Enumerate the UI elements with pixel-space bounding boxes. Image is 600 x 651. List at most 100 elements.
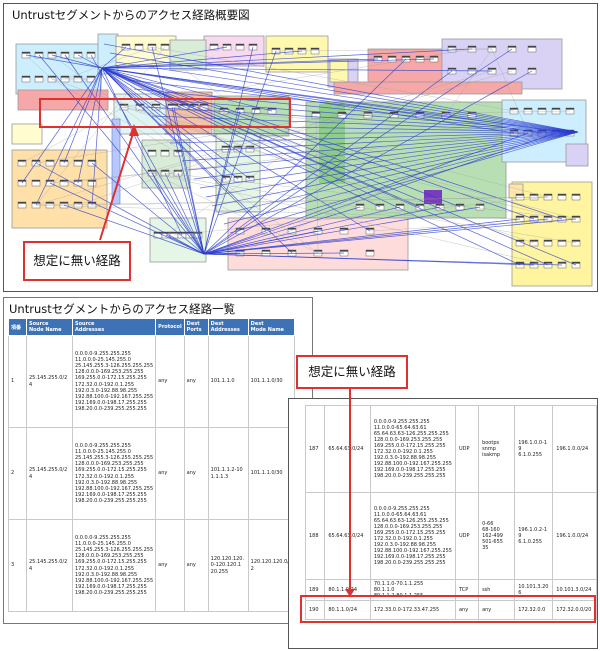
- column-header: Dest Ports: [183, 318, 209, 336]
- address-line: 25.145.255.3-126.255.255.255: [75, 363, 154, 370]
- address-line: 128.0.0.0-169.253.255.255: [75, 461, 144, 468]
- address-line: 169.255.0.0-172.15.255.255: [75, 467, 147, 474]
- table-cell: any: [478, 600, 516, 621]
- table-cell: 1: [8, 335, 27, 428]
- network-node-icon-bar: [194, 232, 202, 234]
- network-node-icon-bar: [234, 176, 242, 178]
- network-node-icon-bar: [510, 108, 518, 110]
- network-link: [25, 54, 53, 80]
- network-node-icon-bar: [262, 228, 270, 230]
- address-line: 70.1.1.0-70.1.1.255: [373, 581, 424, 587]
- network-node-icon-bar: [544, 194, 552, 196]
- network-node-icon-bar: [60, 180, 68, 182]
- address-line: 192.169.0.0-198.17.255.255: [373, 467, 446, 474]
- network-node-icon-bar: [288, 228, 296, 230]
- unexpected-route-callout: 想定に無い経路: [23, 241, 131, 281]
- table-cell: 65.64.63.0/24: [324, 405, 371, 493]
- network-node-icon-bar: [32, 160, 40, 162]
- network-node-icon-bar: [508, 68, 516, 70]
- network-node-icon-bar: [88, 180, 96, 182]
- callout-pointer-line: [99, 129, 135, 241]
- address-line: 192.169.0.0-198.17.255.255: [373, 554, 446, 561]
- network-zone: [333, 81, 523, 95]
- network-diagram-panel: Untrustセグメントからのアクセス経路概要図 想定に無い経路: [3, 3, 598, 292]
- table-cell: any: [155, 335, 185, 428]
- access-link: [197, 234, 205, 255]
- route-list-title: Untrustセグメントからのアクセス経路一覧: [9, 302, 236, 316]
- network-node-icon-bar: [356, 204, 364, 206]
- table-cell: 188: [304, 492, 326, 580]
- network-node-icon-bar: [60, 202, 68, 204]
- access-link: [35, 67, 103, 206]
- address-line: 11.0.0.0-25.145.255.0: [75, 357, 131, 364]
- address-line: 172.32.0.0-192.0.1.255: [75, 381, 135, 388]
- network-node-icon-bar: [122, 44, 130, 46]
- network-node-icon-bar: [18, 180, 26, 182]
- table-cell: 25.145.255.0/24: [26, 519, 73, 612]
- network-node-icon-bar: [476, 204, 484, 206]
- network-node-icon-bar: [200, 104, 208, 106]
- access-link: [187, 131, 579, 171]
- address-line: 192.0.3.0-192.88.98.255: [75, 479, 138, 486]
- network-node-icon-bar: [170, 232, 178, 234]
- network-link: [369, 218, 577, 232]
- table-cell: 172.32.0.0/20: [552, 600, 597, 621]
- table-cell: 25.145.255.0/24: [26, 335, 73, 428]
- address-line: 128.0.0.0-169.253.255.255: [75, 553, 144, 560]
- network-node-icon-bar: [220, 108, 228, 110]
- table-cell: 65.64.63.0/24: [324, 492, 371, 580]
- network-node-icon-bar: [252, 108, 260, 110]
- table-cell: any: [183, 427, 209, 520]
- network-link: [151, 172, 549, 266]
- network-node-icon-bar: [488, 68, 496, 70]
- network-node-icon-bar: [558, 194, 566, 196]
- address-line: 198.20.0.0-239.255.255.255: [75, 589, 147, 596]
- network-node-icon-bar: [456, 204, 464, 206]
- table-cell: 187: [304, 405, 326, 493]
- network-node-icon-bar: [442, 112, 450, 114]
- access-link: [49, 182, 205, 255]
- network-link: [35, 196, 549, 206]
- network-node-icon-bar: [552, 108, 560, 110]
- network-node-icon-bar: [544, 216, 552, 218]
- network-link: [341, 110, 571, 116]
- access-link: [151, 115, 579, 133]
- access-link: [63, 204, 205, 255]
- access-link: [193, 131, 579, 180]
- network-node-icon-bar: [448, 68, 456, 70]
- address-line: 192.88.100.0-192.167.255.255: [75, 577, 154, 584]
- network-node-icon-bar: [288, 250, 296, 252]
- access-link: [181, 131, 579, 162]
- address-line: 0.0.0.0-9.255.255.255: [75, 351, 131, 358]
- address-line: 11.0.0.0-65.64.63.61: [373, 424, 427, 431]
- address-line: 169.255.0.0-172.15.255.255: [75, 375, 147, 382]
- address-line: 169.255.0.0-172.15.255.255: [75, 559, 147, 566]
- address-line: 172.32.0.0-192.0.1.255: [373, 536, 433, 542]
- network-node-icon-bar: [416, 204, 424, 206]
- network-node-icon-bar: [161, 150, 169, 152]
- access-link: [127, 79, 579, 133]
- network-node-icon-bar: [416, 112, 424, 114]
- network-node-icon-bar: [61, 52, 69, 54]
- network-node-icon-bar: [312, 112, 320, 114]
- address-line: 25.145.255.3-126.255.255.255: [75, 547, 154, 554]
- network-node-icon-bar: [388, 56, 396, 58]
- network-node-icon-bar: [524, 108, 532, 110]
- address-line: 172.32.0.0-192.0.1.255: [373, 449, 433, 455]
- network-node-icon-bar: [168, 104, 176, 106]
- network-node-icon-bar: [366, 228, 374, 230]
- access-link: [203, 110, 241, 255]
- address-line: 169.255.0.0-172.15.255.255: [373, 529, 446, 536]
- network-link: [49, 172, 153, 184]
- access-link: [115, 61, 579, 133]
- access-link: [35, 162, 205, 255]
- network-link: [77, 114, 343, 206]
